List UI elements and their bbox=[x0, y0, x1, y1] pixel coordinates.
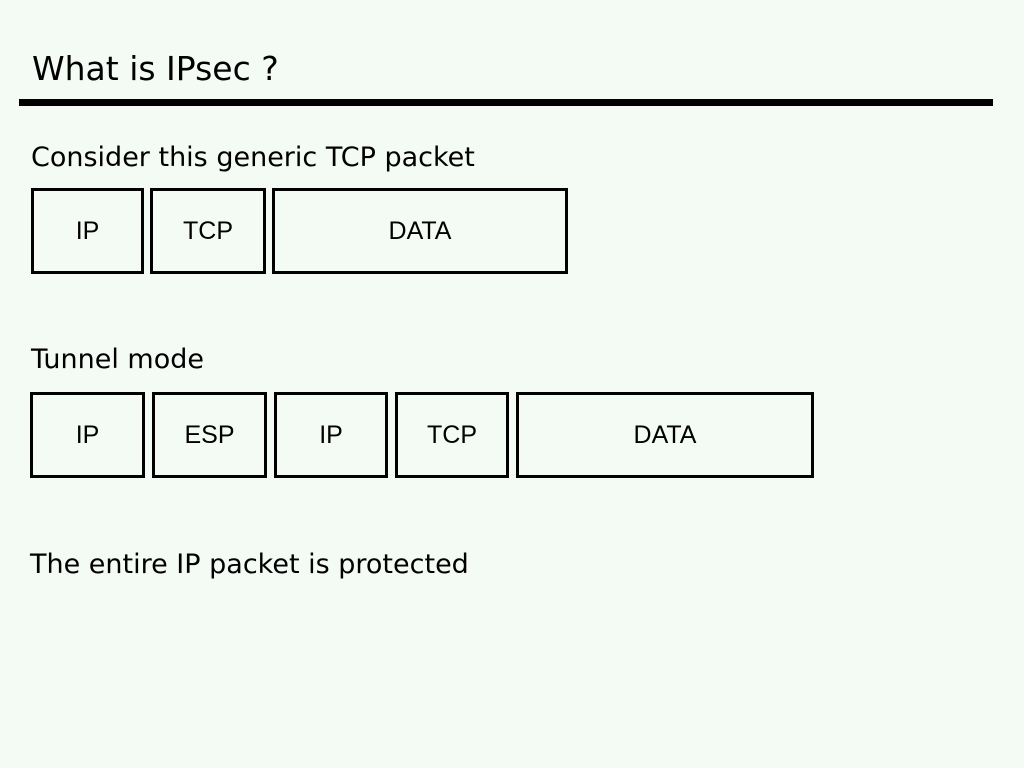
packet-segment-esp: ESP bbox=[152, 392, 267, 478]
packet-segment-data: DATA bbox=[272, 188, 568, 274]
page-title: What is IPsec ? bbox=[32, 49, 279, 88]
packet-segment-outer-ip: IP bbox=[30, 392, 145, 478]
caption-tunnel-mode: Tunnel mode bbox=[31, 344, 204, 375]
packet-segment-tcp: TCP bbox=[395, 392, 509, 478]
caption-generic-packet: Consider this generic TCP packet bbox=[31, 142, 475, 173]
protection-note: The entire IP packet is protected bbox=[30, 549, 469, 580]
packet-segment-ip: IP bbox=[31, 188, 144, 274]
packet-diagram-tunnel: IP ESP IP TCP DATA bbox=[30, 392, 814, 478]
packet-segment-tcp: TCP bbox=[150, 188, 266, 274]
packet-segment-inner-ip: IP bbox=[274, 392, 388, 478]
packet-diagram-generic: IP TCP DATA bbox=[31, 188, 568, 274]
title-underline-rule bbox=[19, 99, 993, 106]
packet-segment-data: DATA bbox=[516, 392, 814, 478]
